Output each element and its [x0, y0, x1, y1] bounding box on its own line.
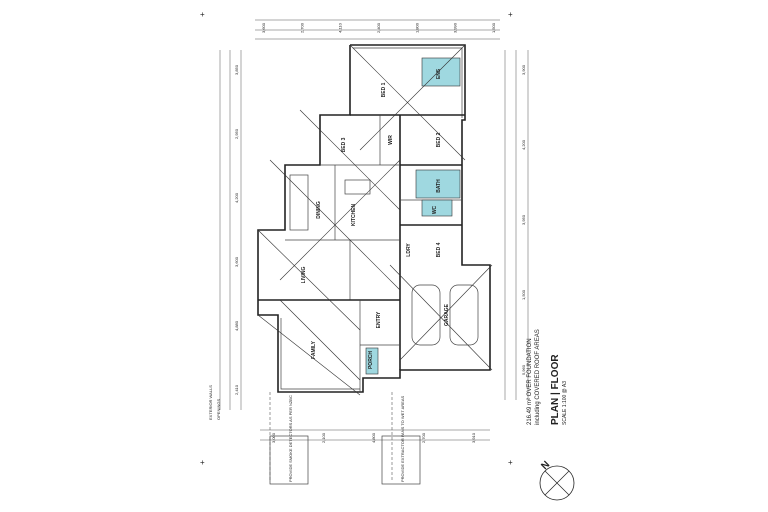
dim-bottom-2: 4,800	[371, 432, 376, 443]
plan-scale: SCALE 1:100 @ A3	[562, 381, 568, 425]
exterior-walls	[257, 44, 491, 393]
dim-left-5: 2,410	[234, 384, 239, 395]
room-label-bed4: BED 4	[436, 242, 442, 257]
north-label: N	[539, 459, 552, 472]
wet-areas	[365, 57, 461, 375]
area-note-2: including COVERED ROOF AREAS	[535, 329, 541, 425]
note-boxes: PROVIDE SMOKE DETECTORS AS PER NZBC PROV…	[208, 385, 421, 485]
room-label-wir: WIR	[388, 135, 394, 145]
dim-left-2: 4,200	[234, 192, 239, 203]
room-labels: BED 1 WIR BED 2 BED 3 BED 4 BATH WC ENS KITCHEN D…	[301, 68, 450, 369]
dimension-lines: 3,600 2,700 4,110 2,400 1,800 3,990 1,500 3,850…	[219, 19, 529, 443]
dim-top-5: 3,990	[453, 22, 458, 33]
dim-bottom-0: 3,000	[271, 432, 276, 443]
room-label-bath: BATH	[436, 179, 442, 193]
room-label-ensuite-bed: BED 1	[381, 82, 387, 97]
dim-right-0: 3,900	[521, 64, 526, 75]
dim-right-1: 4,200	[521, 139, 526, 150]
north-arrow-icon: N	[539, 459, 575, 501]
dim-bottom-3: 2,700	[421, 432, 426, 443]
dim-right-3: 1,500	[521, 289, 526, 300]
dim-left-3: 3,600	[234, 256, 239, 267]
dim-right-2: 3,950	[521, 214, 526, 225]
svg-text:+: +	[200, 458, 205, 467]
room-label-bed3: BED 3	[341, 137, 347, 152]
plan-title: PLAN | FLOOR	[550, 354, 561, 425]
room-label-laundry: LDRY	[406, 243, 412, 257]
dim-top-6: 1,500	[491, 22, 496, 33]
title-block: 216.49 m² OVER FOUNDATION including COVE…	[527, 329, 568, 425]
dim-left-0: 3,850	[234, 64, 239, 75]
dim-left-1: 2,950	[234, 128, 239, 139]
dim-top-1: 2,700	[299, 22, 304, 33]
openings-label: OPENINGS	[216, 399, 221, 420]
dim-top-3: 2,400	[376, 22, 381, 33]
dim-right-4: 5,960	[521, 364, 526, 375]
svg-text:+: +	[508, 10, 513, 19]
dim-top-4: 1,800	[414, 22, 419, 33]
room-label-garage: GARAGE	[444, 303, 450, 326]
dim-left-4: 4,880	[234, 320, 239, 331]
svg-text:+: +	[508, 458, 513, 467]
dim-top-2: 4,110	[338, 22, 343, 32]
room-label-kitchen: KITCHEN	[351, 204, 357, 227]
note-b: PROVIDE EXTRACTOR FANS TO WET AREAS	[400, 396, 405, 483]
area-note-1: 216.49 m² OVER FOUNDATION	[527, 338, 533, 425]
room-label-bed2: BED 2	[436, 132, 442, 147]
room-label-wc: WC	[432, 205, 438, 214]
exterior-walls-label: EXTERIOR WALLS	[208, 385, 213, 420]
svg-text:+: +	[200, 10, 205, 19]
room-label-living: LIVING	[301, 267, 307, 284]
kitchen-benches	[289, 174, 371, 231]
room-label-porch: PORCH	[368, 351, 374, 369]
dim-bottom-4: 3,910	[471, 432, 476, 443]
room-label-family: FAMILY	[311, 340, 317, 359]
dim-top-0: 3,600	[261, 22, 266, 33]
note-a: PROVIDE SMOKE DETECTORS AS PER NZBC	[288, 395, 293, 482]
garage-cars	[411, 284, 479, 346]
interior-walls	[258, 114, 465, 392]
dim-bottom-1: 2,100	[321, 432, 326, 443]
room-label-entry: ENTRY	[376, 311, 382, 328]
room-label-ens: ENS	[436, 68, 442, 79]
room-label-dining: DINING	[316, 201, 322, 219]
roof-lines	[257, 44, 493, 396]
sheet-corner-marks: + + + +	[200, 10, 513, 467]
